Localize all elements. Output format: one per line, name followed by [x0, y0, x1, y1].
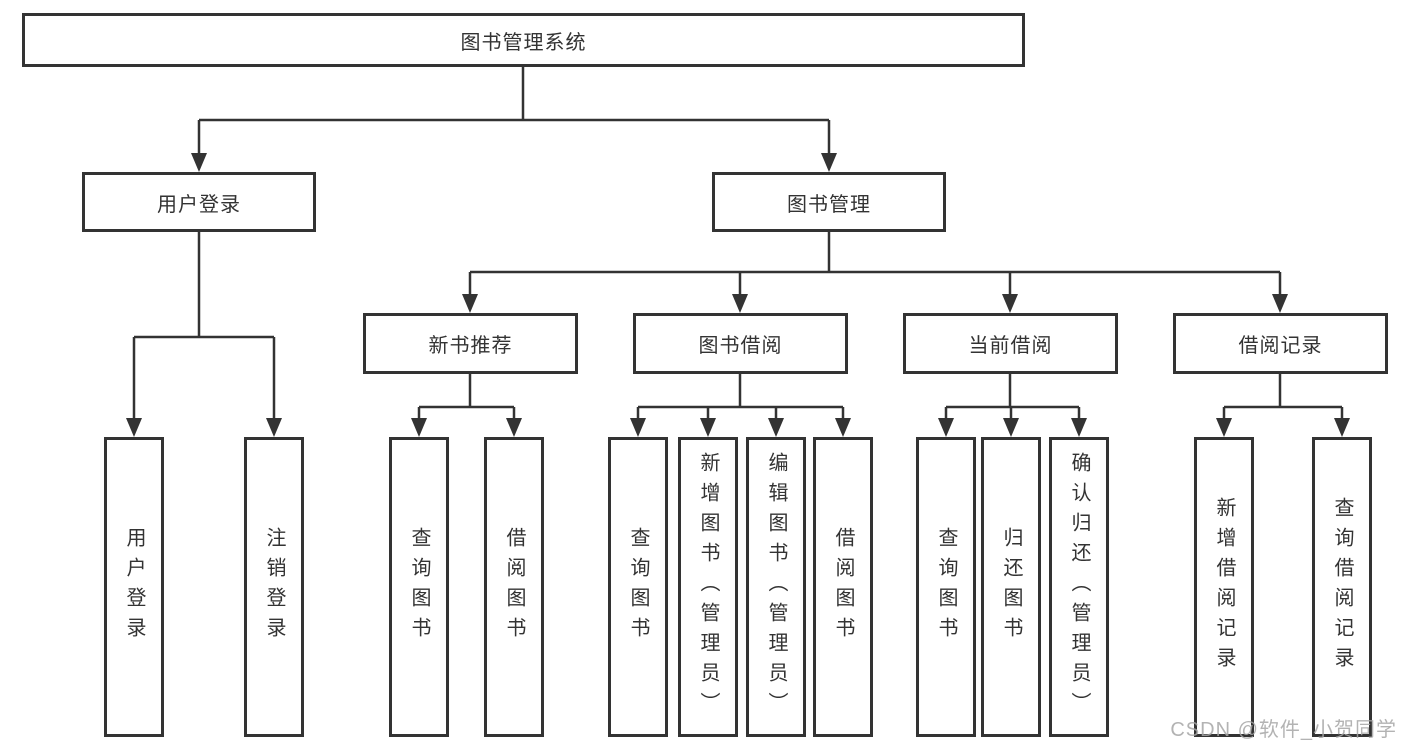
node-label: 新书推荐	[428, 335, 513, 357]
node-current-borrowing: 当前借阅	[903, 313, 1118, 374]
leaf-query-books-current: 查询图书	[916, 437, 976, 737]
node-borrowing-records: 借阅记录	[1173, 313, 1388, 374]
arrow-down-icon	[1071, 418, 1087, 437]
node-user-login: 用户登录	[82, 172, 316, 232]
node-label: 新增图书（管理员）	[697, 452, 719, 722]
node-book-borrowing: 图书借阅	[633, 313, 848, 374]
arrow-down-icon	[191, 153, 207, 172]
leaf-add-borrow-record: 新增借阅记录	[1194, 437, 1254, 737]
arrow-down-icon	[1272, 294, 1288, 313]
node-root-system: 图书管理系统	[22, 13, 1025, 67]
arrow-down-icon	[126, 418, 142, 437]
arrow-down-icon	[821, 153, 837, 172]
node-label: 确认归还（管理员）	[1068, 452, 1090, 722]
node-label: 当前借阅	[968, 335, 1053, 357]
leaf-query-books-borrow: 查询图书	[608, 437, 668, 737]
leaf-borrow-books-recommend: 借阅图书	[484, 437, 544, 737]
csdn-watermark: CSDN @软件_小贺同学	[1170, 719, 1397, 741]
leaf-logout: 注销登录	[244, 437, 304, 737]
leaf-query-borrow-record: 查询借阅记录	[1312, 437, 1372, 737]
node-label: 借阅图书	[832, 527, 854, 647]
arrow-down-icon	[1003, 418, 1019, 437]
node-label: 借阅记录	[1238, 335, 1323, 357]
node-label: 归还图书	[1000, 527, 1022, 647]
arrow-down-icon	[462, 294, 478, 313]
leaf-query-books-recommend: 查询图书	[389, 437, 449, 737]
node-label: 编辑图书（管理员）	[765, 452, 787, 722]
node-book-management: 图书管理	[712, 172, 946, 232]
arrow-down-icon	[411, 418, 427, 437]
arrow-down-icon	[1002, 294, 1018, 313]
leaf-edit-book-admin: 编辑图书（管理员）	[746, 437, 806, 737]
leaf-return-books: 归还图书	[981, 437, 1041, 737]
node-label: 查询借阅记录	[1331, 497, 1353, 677]
arrow-down-icon	[700, 418, 716, 437]
node-label: 新增借阅记录	[1213, 497, 1235, 677]
arrow-down-icon	[266, 418, 282, 437]
arrow-down-icon	[1334, 418, 1350, 437]
node-label: 用户登录	[123, 527, 145, 647]
node-label: 图书借阅	[698, 335, 783, 357]
leaf-borrow-books: 借阅图书	[813, 437, 873, 737]
node-new-book-recommend: 新书推荐	[363, 313, 578, 374]
node-label: 查询图书	[935, 527, 957, 647]
node-label: 查询图书	[627, 527, 649, 647]
arrow-down-icon	[506, 418, 522, 437]
arrow-down-icon	[938, 418, 954, 437]
leaf-confirm-return-admin: 确认归还（管理员）	[1049, 437, 1109, 737]
node-label: 图书管理系统	[460, 31, 587, 54]
arrow-down-icon	[835, 418, 851, 437]
node-label: 借阅图书	[503, 527, 525, 647]
node-label: 图书管理	[787, 193, 871, 216]
arrow-down-icon	[732, 294, 748, 313]
arrow-down-icon	[1216, 418, 1232, 437]
leaf-add-book-admin: 新增图书（管理员）	[678, 437, 738, 737]
arrow-down-icon	[630, 418, 646, 437]
node-label: 注销登录	[263, 527, 285, 647]
leaf-user-login: 用户登录	[104, 437, 164, 737]
arrow-down-icon	[768, 418, 784, 437]
node-label: 查询图书	[408, 527, 430, 647]
node-label: 用户登录	[157, 193, 241, 216]
